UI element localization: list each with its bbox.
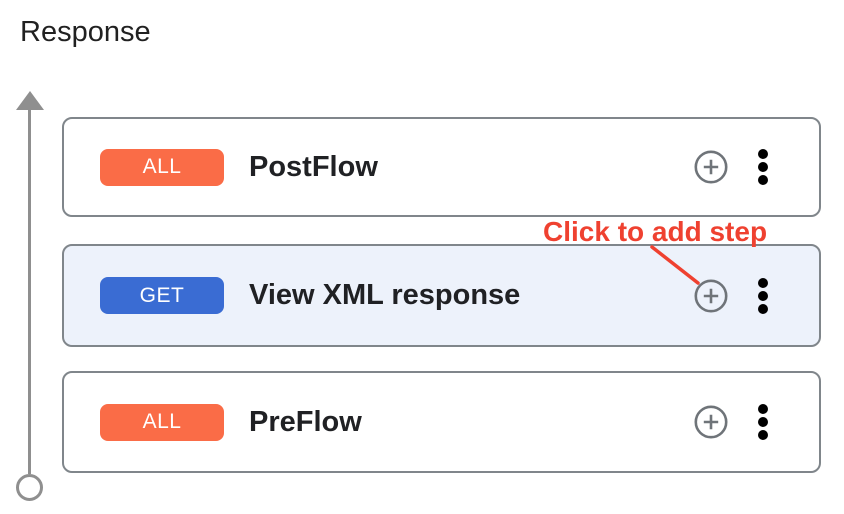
more-options-button[interactable] (757, 277, 769, 315)
flow-card-preflow[interactable]: ALL PreFlow (62, 371, 821, 473)
flow-name: View XML response (249, 279, 521, 311)
method-badge: ALL (100, 403, 224, 441)
plus-circle-icon (694, 150, 728, 184)
kebab-menu-icon (758, 149, 768, 185)
plus-circle-icon (694, 405, 728, 439)
add-step-button[interactable] (693, 404, 729, 440)
more-options-button[interactable] (757, 148, 769, 186)
method-badge: ALL (100, 148, 224, 186)
add-step-button[interactable] (693, 149, 729, 185)
method-badge: GET (100, 277, 224, 314)
flow-name: PreFlow (249, 405, 362, 438)
flow-card-postflow[interactable]: ALL PostFlow (62, 117, 821, 217)
kebab-menu-icon (758, 404, 768, 440)
flow-card-view-xml-response[interactable]: GET View XML response (62, 244, 821, 347)
page-title: Response (20, 16, 151, 48)
flow-direction-arrowhead-icon (16, 91, 44, 110)
more-options-button[interactable] (757, 403, 769, 441)
flow-name: PostFlow (249, 150, 378, 183)
plus-circle-icon (694, 279, 728, 312)
flow-start-circle-icon (16, 474, 43, 501)
add-step-button[interactable] (693, 278, 729, 314)
flow-direction-line (28, 108, 31, 474)
kebab-menu-icon (758, 277, 768, 314)
annotation-label: Click to add step (543, 216, 768, 247)
